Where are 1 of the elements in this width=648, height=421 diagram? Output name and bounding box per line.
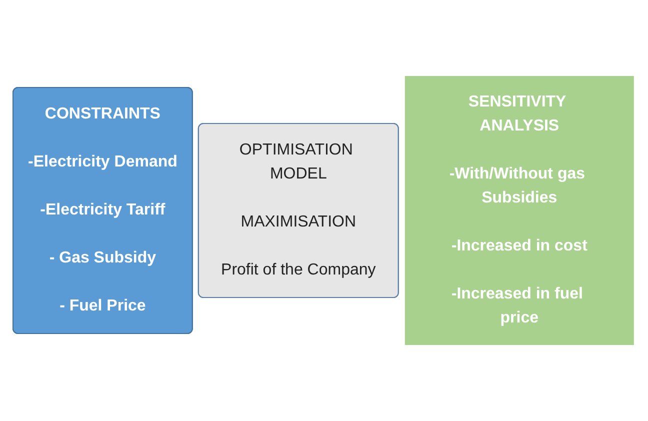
node-box: SENSITIVITY ANALYSIS -With/Without gas Subsidies -Increased in cost -Increased in fuel price [404,75,636,346]
